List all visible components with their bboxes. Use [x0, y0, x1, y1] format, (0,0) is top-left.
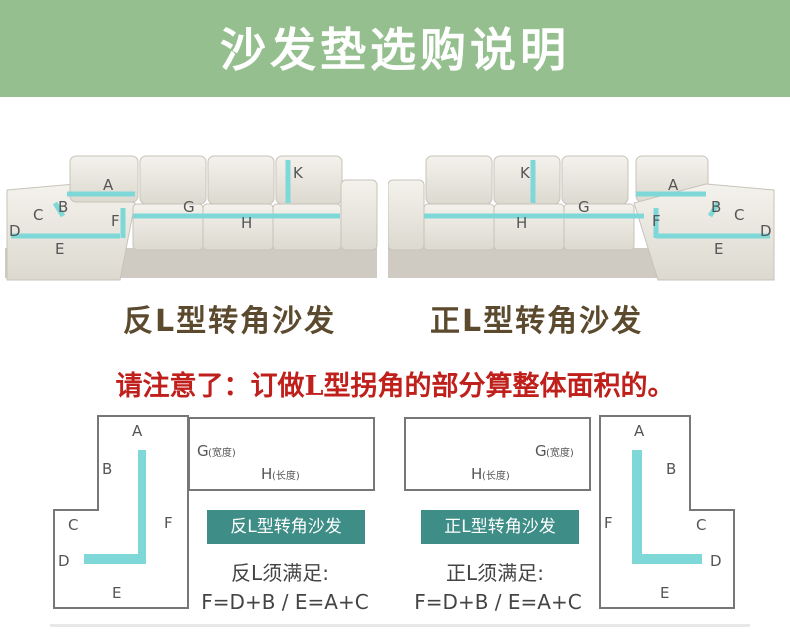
right-l-diagram: A B C D E F [599, 415, 735, 609]
sofa-label-h: H [241, 214, 252, 232]
l-label-e: E [660, 584, 669, 602]
l-label-a: A [132, 422, 143, 440]
sofa-label-k: K [293, 164, 304, 182]
sofa-label-e: E [55, 240, 64, 258]
left-type-badge: 反L型转角沙发 [207, 510, 365, 544]
l-label-d: D [58, 552, 70, 570]
right-sofa-illustration: A B C D E F G H K [388, 155, 775, 281]
width-note: (宽度) [546, 446, 574, 459]
custom-order-notice: 请注意了：订做L型拐角的部分算整体面积的。 [115, 371, 675, 402]
l-label-c: C [68, 516, 78, 534]
left-l-diagram: A B C D E F [53, 415, 189, 609]
left-sofa-caption: 反L型转角沙发 [123, 304, 337, 339]
l-label-e: E [112, 584, 121, 602]
sofa-label-f: F [652, 212, 661, 230]
width-label-g: G [535, 442, 547, 460]
footer-divider [50, 624, 750, 627]
right-rect-diagram: G (宽度) H (长度) [404, 417, 591, 491]
right-requirement: 正L须满足: [446, 561, 544, 585]
left-requirement: 反L须满足: [231, 561, 329, 585]
right-sofa-caption: 正L型转角沙发 [430, 304, 644, 339]
length-label-h: H [471, 465, 482, 483]
sofa-label-h: H [516, 214, 527, 232]
length-label-h: H [261, 465, 272, 483]
l-label-f: F [604, 514, 613, 532]
sofa-label-b: B [58, 198, 68, 216]
sofa-label-f: F [111, 212, 120, 230]
sofa-label-g: G [183, 198, 195, 216]
left-sofa-illustration: A B C D E F G H K [5, 155, 378, 281]
right-formula: F=D+B / E=A+C [414, 590, 582, 614]
l-label-c: C [696, 516, 706, 534]
title-banner: 沙发垫选购说明 [0, 0, 790, 97]
length-note: (长度) [482, 469, 510, 482]
sofa-label-a: A [668, 176, 679, 194]
sofa-label-e: E [714, 240, 723, 258]
length-note: (长度) [272, 469, 300, 482]
sofa-label-c: C [734, 206, 744, 224]
l-label-d: D [710, 552, 722, 570]
sofa-label-b: B [711, 198, 721, 216]
sofa-label-c: C [33, 206, 43, 224]
page-title: 沙发垫选购说明 [220, 23, 570, 77]
sofa-label-d: D [9, 222, 21, 240]
sofa-label-g: G [578, 198, 590, 216]
l-label-b: B [102, 460, 112, 478]
sofa-label-d: D [760, 222, 772, 240]
left-rect-diagram: G (宽度) H (长度) [188, 417, 375, 491]
right-type-badge: 正L型转角沙发 [421, 510, 579, 544]
left-formula: F=D+B / E=A+C [201, 590, 369, 614]
sofa-label-k: K [520, 164, 531, 182]
sofa-label-a: A [103, 176, 114, 194]
l-label-a: A [634, 422, 645, 440]
l-label-b: B [666, 460, 676, 478]
l-label-f: F [164, 514, 173, 532]
width-note: (宽度) [208, 446, 236, 459]
width-label-g: G [197, 442, 209, 460]
